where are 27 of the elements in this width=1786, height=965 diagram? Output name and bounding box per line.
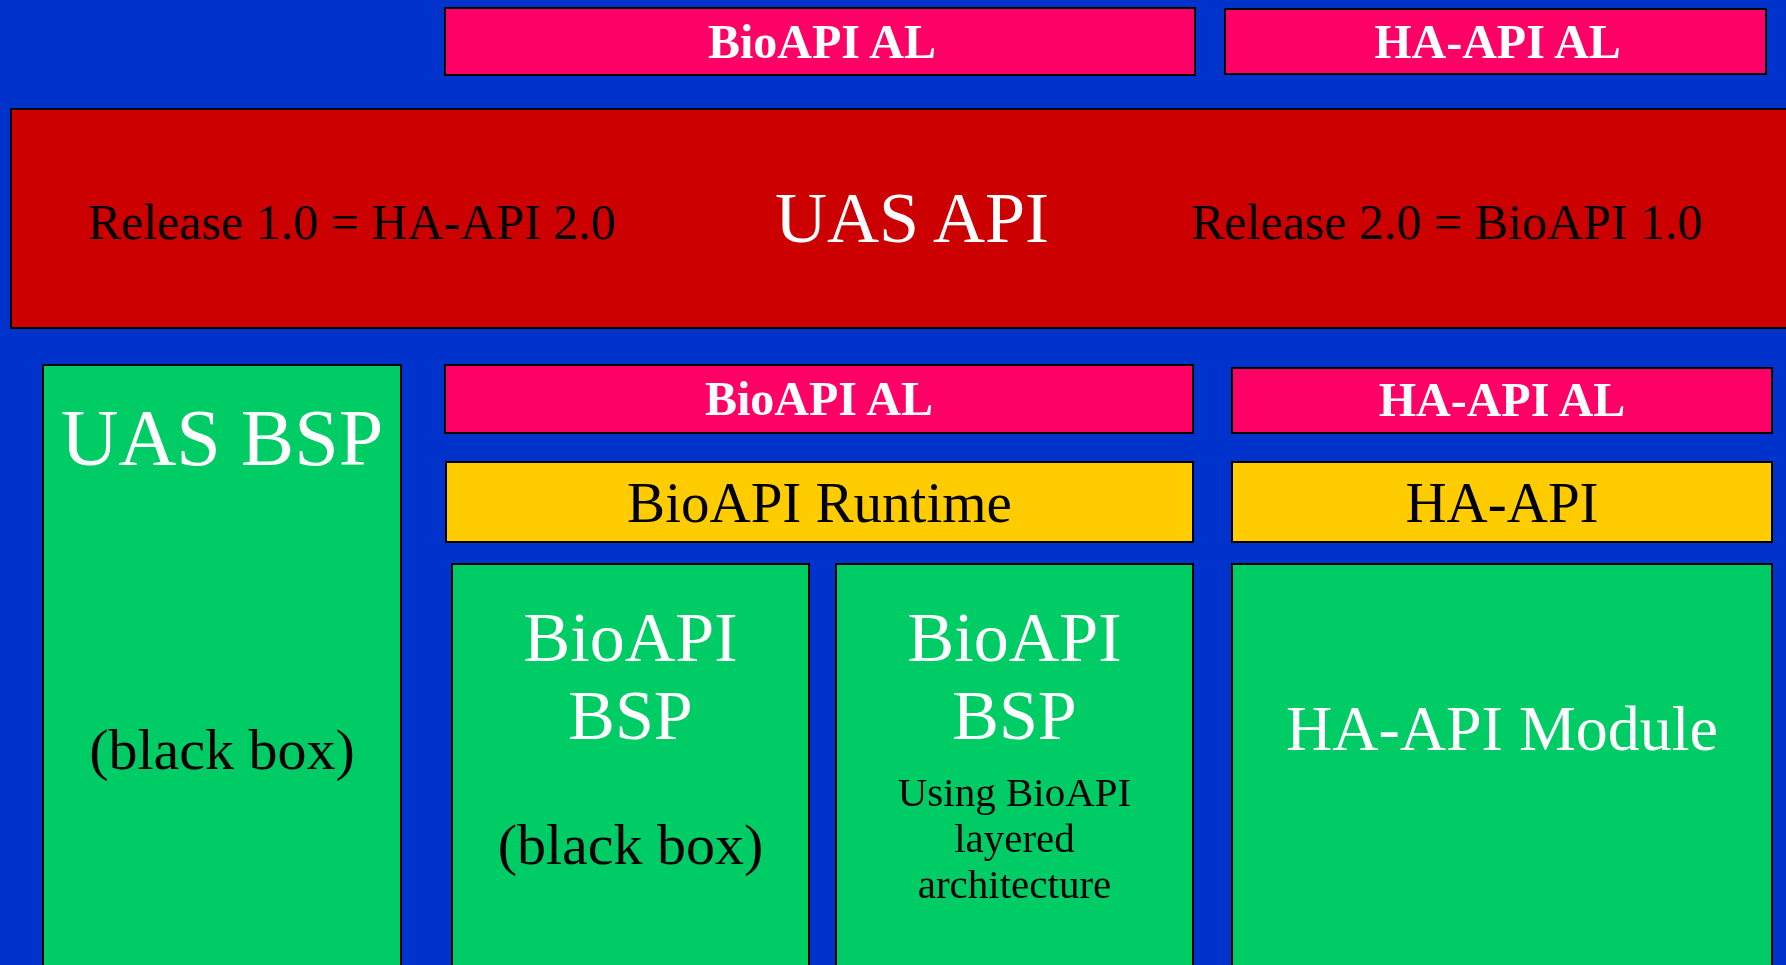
box-title: HA-API AL <box>1373 15 1622 69</box>
box-title: UAS BSP <box>59 394 385 484</box>
module-box <box>1231 563 1773 965</box>
module-box <box>835 563 1194 965</box>
box-title: BioAPI BSP <box>906 599 1123 756</box>
api-band <box>10 108 1786 329</box>
module-box <box>42 364 402 965</box>
box-title: BioAPI AL <box>706 15 937 69</box>
module-box <box>451 563 810 965</box>
box-title: BioAPI AL <box>703 372 934 426</box>
layer-bar <box>1231 367 1773 434</box>
box-text: Using BioAPI layered architecture <box>897 770 1132 908</box>
runtime-bar <box>445 461 1194 543</box>
box-text: (black box) <box>496 813 765 878</box>
layer-bar <box>444 364 1194 434</box>
box-text: UAS API <box>773 178 1051 259</box>
box-title: HA-API AL <box>1377 373 1627 427</box>
box-title: Release 1.0 = HA-API 2.0 <box>86 194 618 250</box>
box-text: (black box) <box>88 718 356 783</box>
box-title: BioAPI BSP <box>522 599 739 756</box>
box-text: Release 2.0 = BioAPI 1.0 <box>1190 194 1704 250</box>
box-title: BioAPI Runtime <box>626 471 1013 535</box>
layer-bar <box>1224 8 1767 75</box>
layer-bar <box>444 7 1196 76</box>
runtime-bar <box>1231 461 1773 543</box>
box-title: HA-API Module <box>1285 693 1719 765</box>
box-title: HA-API <box>1404 471 1600 535</box>
